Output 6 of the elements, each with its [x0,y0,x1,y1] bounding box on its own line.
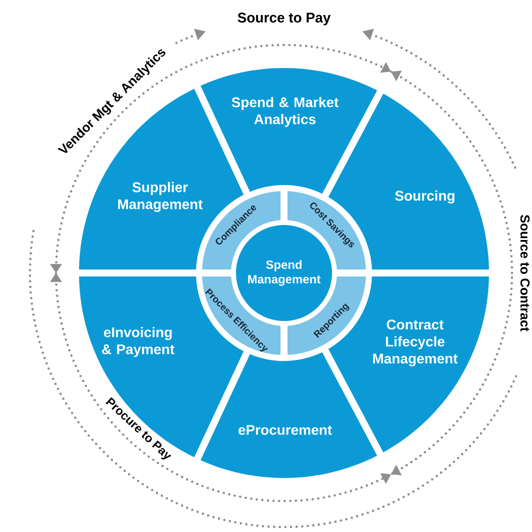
cycle-label: Source to Pay [238,12,331,26]
sector: Spend & Market Analytics [200,68,378,194]
node-label: eInvoicing & Payment [102,326,174,358]
node-label: Sourcing [395,190,454,204]
node-label: Supplier Management [118,182,203,212]
cycle-label: Source to Contract [520,214,530,332]
